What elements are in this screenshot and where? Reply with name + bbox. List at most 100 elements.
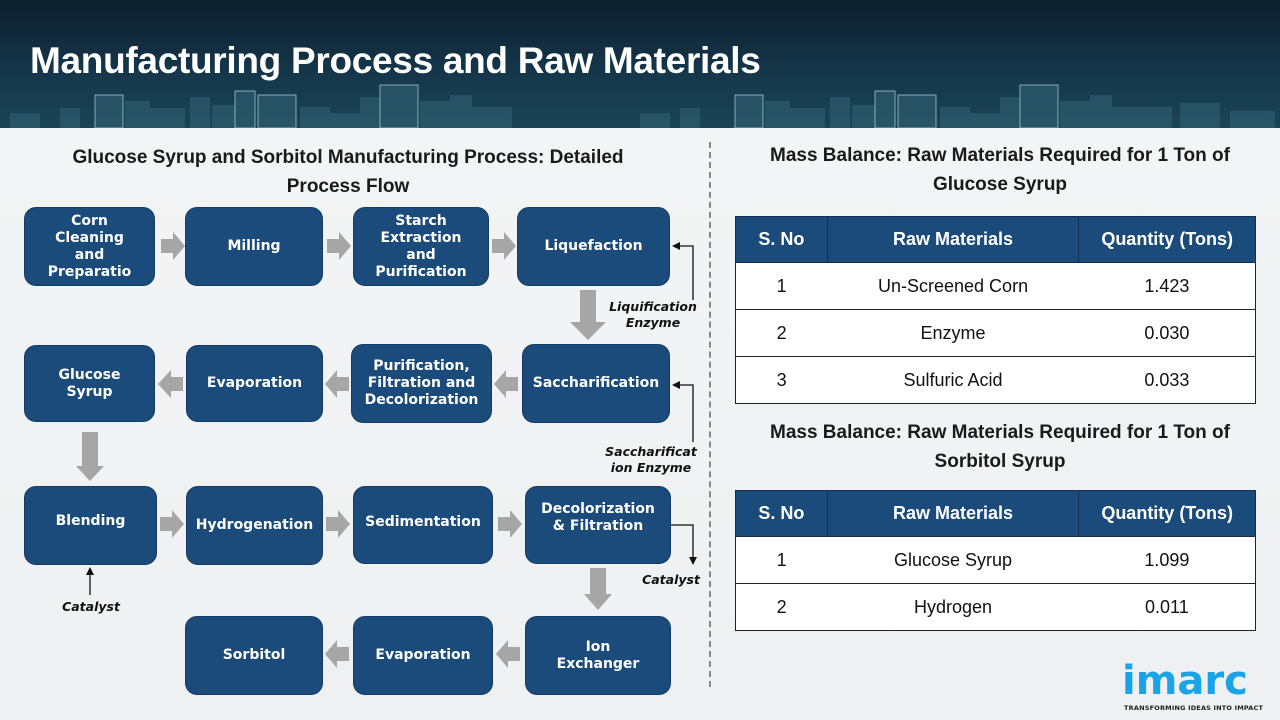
table-row: 2 Enzyme 0.030 — [735, 309, 1256, 357]
catalyst-out-arrow — [671, 524, 694, 560]
step-hydrogenation: Hydrogenation — [186, 486, 323, 565]
step-text: Ion — [585, 638, 611, 655]
table-header-row: S. No Raw Materials Quantity (Tons) — [735, 490, 1256, 537]
column-header-quantity: Quantity (Tons) — [1078, 490, 1256, 537]
glucose-table-title-line1: Mass Balance: Raw Materials Required for… — [770, 145, 1230, 166]
arrow-left-icon — [496, 640, 520, 668]
liquification-enzyme-note: Liquification Enzyme — [601, 299, 705, 331]
note-text: Enzyme — [625, 315, 681, 330]
liquification-enzyme-arrow — [676, 245, 694, 300]
step-text: Hydrogenation — [195, 517, 314, 533]
process-flow-title-line2: Process Flow — [286, 176, 410, 197]
step-text: Filtration and — [367, 375, 476, 391]
column-header-sno: S. No — [735, 490, 828, 537]
step-text: and — [74, 246, 105, 263]
step-saccharification: Saccharification — [522, 344, 670, 423]
step-text: Purification, — [373, 358, 470, 374]
cell-quantity: 0.033 — [1078, 356, 1256, 404]
note-text: Saccharificat — [605, 444, 697, 459]
step-text: Evaporation — [375, 647, 471, 663]
page-title: Manufacturing Process and Raw Materials — [30, 40, 761, 81]
glucose-table-title-line2: Glucose Syrup — [932, 174, 1068, 195]
process-flow-title-line1: Glucose Syrup and Sorbitol Manufacturing… — [72, 147, 624, 168]
saccharification-enzyme-arrow — [676, 384, 694, 442]
step-liquefaction: Liquefaction — [517, 207, 670, 286]
step-evaporation-1: Evaporation — [186, 345, 323, 422]
arrow-left-icon — [158, 370, 183, 398]
table-row: 1 Glucose Syrup 1.099 — [735, 536, 1256, 584]
arrow-right-icon — [161, 232, 185, 260]
arrow-right-icon — [327, 232, 351, 260]
cell-sno: 1 — [735, 536, 828, 584]
step-text: Evaporation — [206, 375, 303, 391]
city-skyline-graphic — [10, 84, 1275, 128]
arrow-left-icon — [494, 370, 518, 398]
cell-sno: 2 — [735, 583, 828, 631]
cell-material: Un-Screened Corn — [827, 262, 1079, 310]
step-text: Liquefaction — [544, 238, 643, 254]
column-header-raw-materials: Raw Materials — [826, 216, 1080, 263]
cell-quantity: 1.099 — [1078, 536, 1256, 584]
step-text: Cleaning — [55, 229, 124, 246]
imarc-logo: imarc TRANSFORMING IDEAS INTO IMPACT — [1122, 652, 1272, 716]
table-row: 1 Un-Screened Corn 1.423 — [735, 262, 1256, 310]
step-evaporation-2: Evaporation — [353, 616, 493, 695]
cell-quantity: 0.030 — [1078, 309, 1256, 357]
cell-material: Hydrogen — [827, 583, 1079, 631]
process-flow-title: Glucose Syrup and Sorbitol Manufacturing… — [30, 143, 666, 201]
catalyst-in-note: Catalyst — [62, 599, 120, 614]
cell-material: Enzyme — [827, 309, 1079, 357]
column-header-sno: S. No — [735, 216, 828, 263]
catalyst-out-note: Catalyst — [642, 572, 700, 587]
step-text: Corn — [71, 212, 108, 229]
step-text: Glucose — [58, 366, 121, 383]
step-sedimentation: Sedimentation — [353, 486, 493, 564]
sorbitol-table-title-line2: Sorbitol Syrup — [934, 451, 1066, 472]
arrow-right-icon — [326, 510, 350, 538]
step-text: Sedimentation — [365, 513, 481, 530]
cell-quantity: 1.423 — [1078, 262, 1256, 310]
logo-tagline: TRANSFORMING IDEAS INTO IMPACT — [1124, 704, 1264, 712]
step-milling: Milling — [185, 207, 323, 286]
step-text: & Filtration — [552, 518, 644, 534]
arrow-left-icon — [325, 640, 349, 668]
column-header-quantity: Quantity (Tons) — [1078, 216, 1256, 263]
arrow-left-icon — [325, 370, 349, 398]
glucose-mass-balance-table: S. No Raw Materials Quantity (Tons) 1 Un… — [735, 216, 1256, 404]
table-header-row: S. No Raw Materials Quantity (Tons) — [735, 216, 1256, 263]
cell-material: Sulfuric Acid — [827, 356, 1079, 404]
saccharification-enzyme-note: Saccharificat ion Enzyme — [598, 444, 704, 476]
sorbitol-table-title: Mass Balance: Raw Materials Required for… — [735, 418, 1265, 476]
step-text: Decolorization — [364, 392, 479, 408]
step-text: Milling — [227, 238, 281, 254]
sorbitol-table-title-line1: Mass Balance: Raw Materials Required for… — [770, 422, 1230, 443]
step-blending: Blending — [24, 486, 157, 565]
step-sorbitol: Sorbitol — [185, 616, 323, 695]
step-text: Starch — [395, 212, 447, 229]
column-header-raw-materials: Raw Materials — [826, 490, 1080, 537]
cell-sno: 1 — [735, 262, 828, 310]
header-banner: Manufacturing Process and Raw Materials — [0, 0, 1280, 128]
arrow-down-icon — [76, 432, 104, 481]
step-text: Syrup — [66, 383, 113, 400]
cell-sno: 3 — [735, 356, 828, 404]
table-row: 2 Hydrogen 0.011 — [735, 583, 1256, 631]
step-text: and — [406, 246, 436, 263]
step-text: Purification — [375, 263, 467, 280]
step-text: Blending — [55, 513, 126, 529]
step-text: Exchanger — [556, 655, 640, 672]
arrow-right-icon — [492, 232, 516, 260]
cell-sno: 2 — [735, 309, 828, 357]
logo-wordmark: imarc — [1122, 658, 1248, 704]
cell-material: Glucose Syrup — [827, 536, 1079, 584]
note-text: ion Enzyme — [610, 460, 692, 475]
step-text: Preparatio — [47, 263, 132, 280]
step-text: Sorbitol — [222, 647, 286, 663]
arrow-right-icon — [160, 510, 184, 538]
step-text: Decolorization — [541, 501, 655, 517]
